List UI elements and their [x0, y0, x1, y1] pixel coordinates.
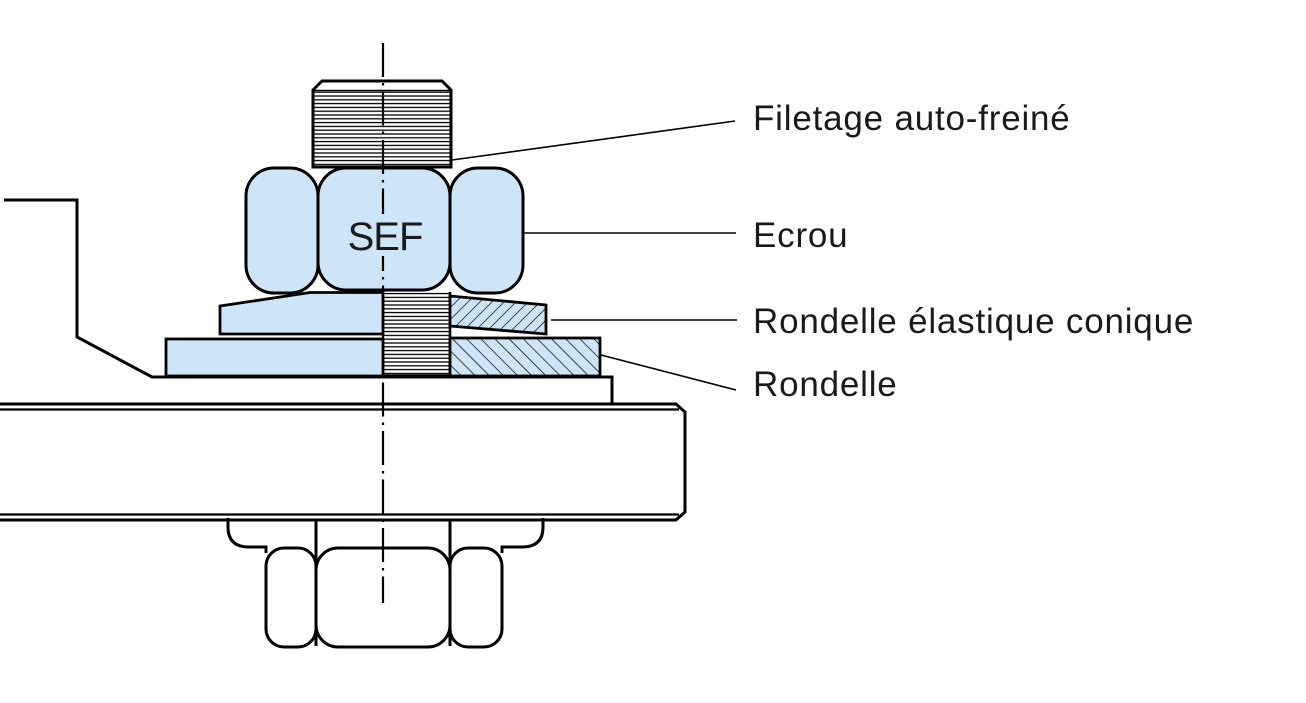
support-plate: [0, 402, 687, 522]
leader-filetage: [451, 120, 736, 161]
label-rondelle: Rondelle: [753, 365, 898, 404]
hex-facet-right: [448, 546, 504, 649]
flat-washer-hatch: [448, 336, 602, 378]
label-rondelle-elastique-conique: Rondelle élastique conique: [753, 302, 1195, 341]
threaded-shank-section: [383, 292, 452, 377]
nut-facet-right: [448, 166, 525, 295]
flat-washer-front: [164, 337, 385, 378]
leader-lines: [451, 120, 737, 391]
label-ecrou: Ecrou: [753, 216, 849, 255]
shank-thread-lines: [383, 292, 450, 376]
hex-facet-left: [264, 546, 318, 649]
flange-left: [226, 518, 268, 553]
bent-sheet-edge: [4, 198, 614, 404]
nut-facet-left: [244, 166, 320, 295]
marking-backplate: [352, 214, 418, 256]
flange-right: [500, 518, 545, 553]
bolt-head-bottom: [226, 518, 545, 649]
conical-washer-hatch: [448, 294, 548, 336]
conical-washer-section: [448, 294, 548, 336]
leader-rondelle: [600, 354, 737, 391]
label-filetage-auto-freine: Filetage auto-freiné: [753, 99, 1071, 138]
nut-marking: SEF: [348, 214, 423, 259]
conical-washer-front: [218, 291, 385, 336]
sef-marking-text: SEF: [348, 215, 423, 259]
flat-washer-section: [448, 336, 602, 378]
